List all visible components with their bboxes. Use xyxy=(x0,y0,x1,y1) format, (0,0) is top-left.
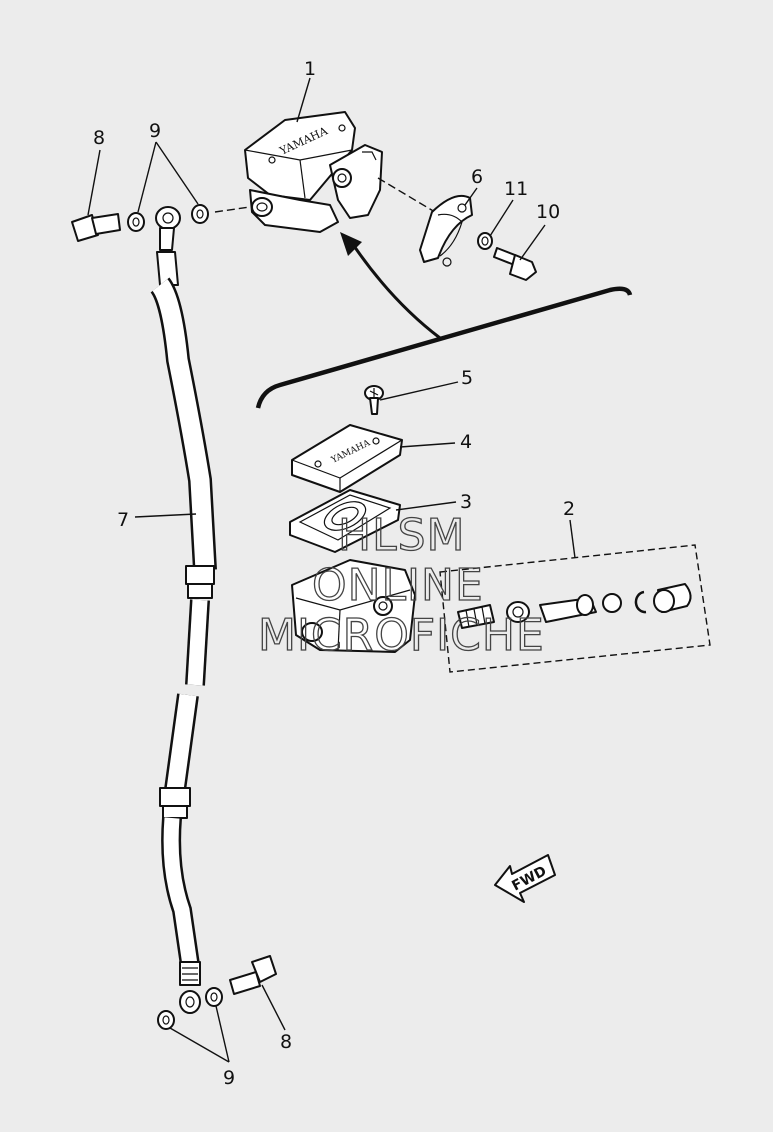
handlebar-clamp xyxy=(419,194,473,267)
callout-8-bottom: 8 xyxy=(280,1031,292,1053)
washer-top-b-9 xyxy=(191,204,209,224)
callout-7: 7 xyxy=(117,509,129,531)
callout-11: 11 xyxy=(504,178,528,200)
leader-lines xyxy=(87,77,576,1063)
master-cylinder-body xyxy=(291,559,416,653)
washer-11 xyxy=(477,232,493,250)
piston-kit-2 xyxy=(439,544,711,673)
exploded-view-bracket xyxy=(255,232,633,409)
callout-10: 10 xyxy=(536,201,560,223)
callout-2: 2 xyxy=(563,498,575,520)
banjo-bolt-bottom-8 xyxy=(229,955,277,995)
banjo-fitting-top xyxy=(155,206,181,251)
banjo-bolt-top-8 xyxy=(71,213,121,242)
screw-5 xyxy=(364,385,384,415)
callout-6: 6 xyxy=(471,166,483,188)
callout-5: 5 xyxy=(461,367,473,389)
callout-9-top: 9 xyxy=(149,120,161,142)
bolt-10 xyxy=(493,247,537,281)
master-cylinder-assembly: YAMAHA xyxy=(214,111,441,233)
callout-labels: 1 2 3 4 5 6 7 8 8 9 9 10 11 xyxy=(93,58,575,1089)
diaphragm-3 xyxy=(289,489,401,553)
washer-top-a-9 xyxy=(127,212,145,232)
callout-8-top: 8 xyxy=(93,127,105,149)
callout-4: 4 xyxy=(460,431,472,453)
washer-bottom-a-9 xyxy=(157,1010,175,1030)
reservoir-cap-4: YAMAHA xyxy=(291,424,403,493)
watermark-line-2: ONLINE xyxy=(312,560,484,611)
watermark-line-1: HLSM xyxy=(338,510,466,561)
washer-bottom-b-9 xyxy=(205,987,223,1007)
brake-hose-7 xyxy=(150,251,217,986)
callout-3: 3 xyxy=(460,491,472,513)
callout-1: 1 xyxy=(304,58,316,80)
banjo-fitting-bottom xyxy=(179,990,201,1014)
watermark: HLSM ONLINE MICROFICHE xyxy=(257,509,545,661)
callout-9-bottom: 9 xyxy=(223,1067,235,1089)
watermark-line-3: MICROFICHE xyxy=(258,610,545,661)
